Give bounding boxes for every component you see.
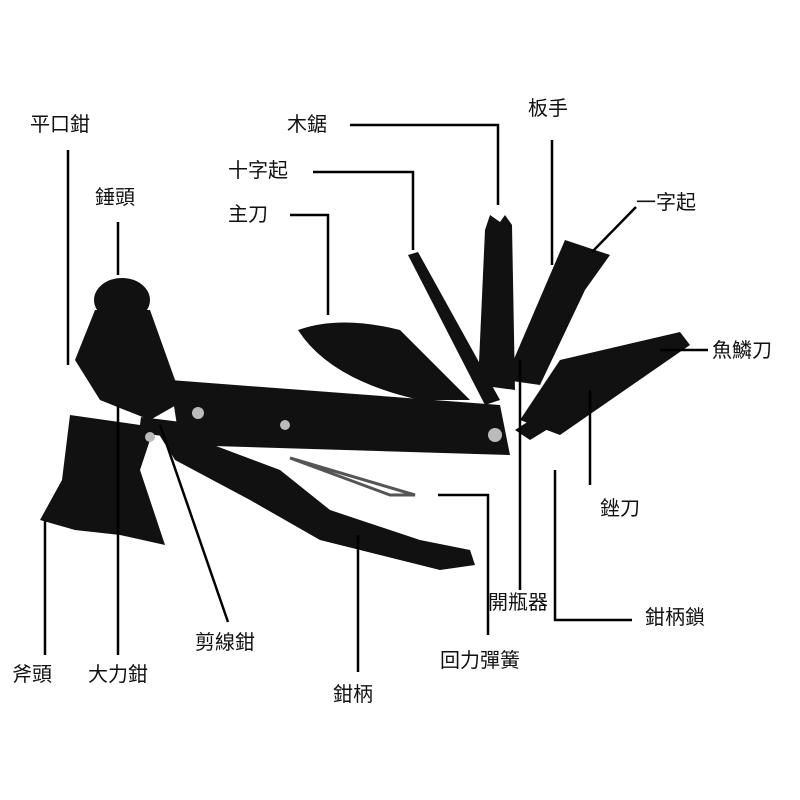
label-file: 銼刀	[600, 496, 640, 520]
label-wrench: 板手	[528, 96, 568, 120]
label-hammer-head: 錘頭	[95, 185, 135, 209]
rivets	[145, 407, 502, 442]
label-wire-cutter: 剪線鉗	[195, 630, 255, 654]
label-return-spring: 回力彈簧	[440, 648, 520, 672]
label-plier-handle: 鉗柄	[333, 682, 373, 706]
wrench-blade	[505, 240, 610, 385]
hammer-neck	[75, 310, 185, 420]
main-handle	[170, 380, 510, 455]
lower-handle	[150, 420, 475, 570]
label-fish-scaler: 魚鱗刀	[712, 338, 772, 362]
label-wood-saw: 木鋸	[287, 112, 327, 136]
axe-head	[40, 415, 165, 545]
file-blade	[515, 375, 620, 440]
saw-blade	[478, 215, 515, 390]
spring	[289, 456, 416, 497]
label-flat-screwdriver: 一字起	[636, 190, 696, 214]
label-main-knife: 主刀	[228, 202, 268, 226]
label-flat-pliers: 平口鉗	[30, 112, 90, 136]
label-bottle-opener: 開瓶器	[488, 590, 548, 614]
label-handle-lock: 鉗柄鎖	[645, 605, 705, 629]
leader-lines	[43, 123, 708, 672]
label-axe-head: 斧頭	[12, 662, 52, 686]
phillips-blade	[408, 252, 500, 405]
main-knife-blade	[298, 322, 470, 400]
tool-body	[40, 215, 690, 570]
label-phillips-screwdriver: 十字起	[228, 158, 288, 182]
label-locking-pliers: 大力鉗	[88, 662, 148, 686]
